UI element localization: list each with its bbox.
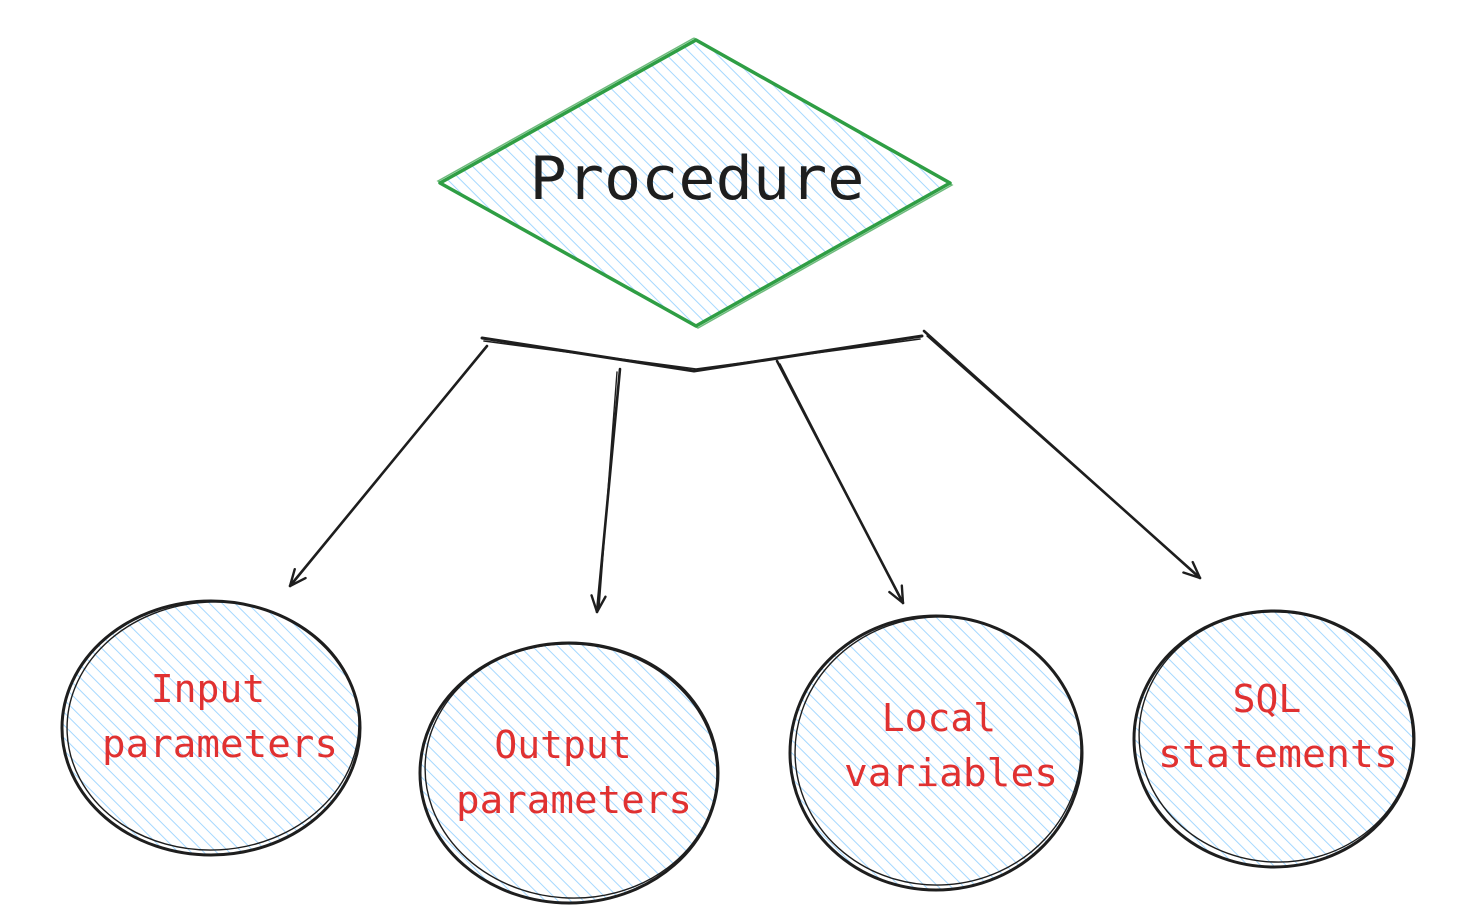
root-node: Procedure [436, 37, 954, 329]
branch-connector [480, 334, 924, 373]
child-ellipse-local-variables-sketch [794, 616, 1082, 886]
child-node-local-variables: Local variables [788, 614, 1084, 892]
child-node-output-parameters: Output parameters [418, 641, 720, 905]
child-label-local-line1: Local [882, 696, 996, 740]
child-label-local-line2: variables [844, 751, 1058, 795]
branch-line-sketch [483, 338, 921, 370]
child-ellipse-local-variables [788, 614, 1084, 892]
child-node-sql-statements: SQL statements [1132, 609, 1416, 869]
arrow-input-parameters-sketch [292, 348, 485, 584]
child-ellipse-output-parameters-sketch [424, 643, 718, 899]
root-label: Procedure [530, 144, 865, 214]
child-label-input-line1: Input [151, 667, 265, 711]
child-label-output-line1: Output [494, 723, 631, 767]
root-diamond-sketch-stroke [436, 37, 954, 329]
child-label-output-line2: parameters [456, 778, 692, 822]
child-ellipse-sql-statements-sketch [1138, 611, 1414, 863]
child-ellipse-output-parameters [418, 641, 720, 905]
child-ellipse-sql-statements [1132, 609, 1416, 869]
branch-line [480, 334, 924, 373]
child-label-sql-line2: statements [1158, 732, 1398, 776]
child-label-input-line2: parameters [102, 722, 338, 766]
child-ellipse-input-parameters-sketch [66, 601, 360, 851]
child-node-input-parameters: Input parameters [60, 599, 362, 857]
arrow-output-parameters-sketch [598, 371, 618, 609]
arrow-sql-statements-sketch [926, 335, 1198, 576]
child-ellipse-input-parameters [60, 599, 362, 857]
child-label-sql-line1: SQL [1233, 677, 1302, 721]
arrow-local-variables-sketch [779, 363, 901, 599]
arrows [288, 329, 1202, 614]
